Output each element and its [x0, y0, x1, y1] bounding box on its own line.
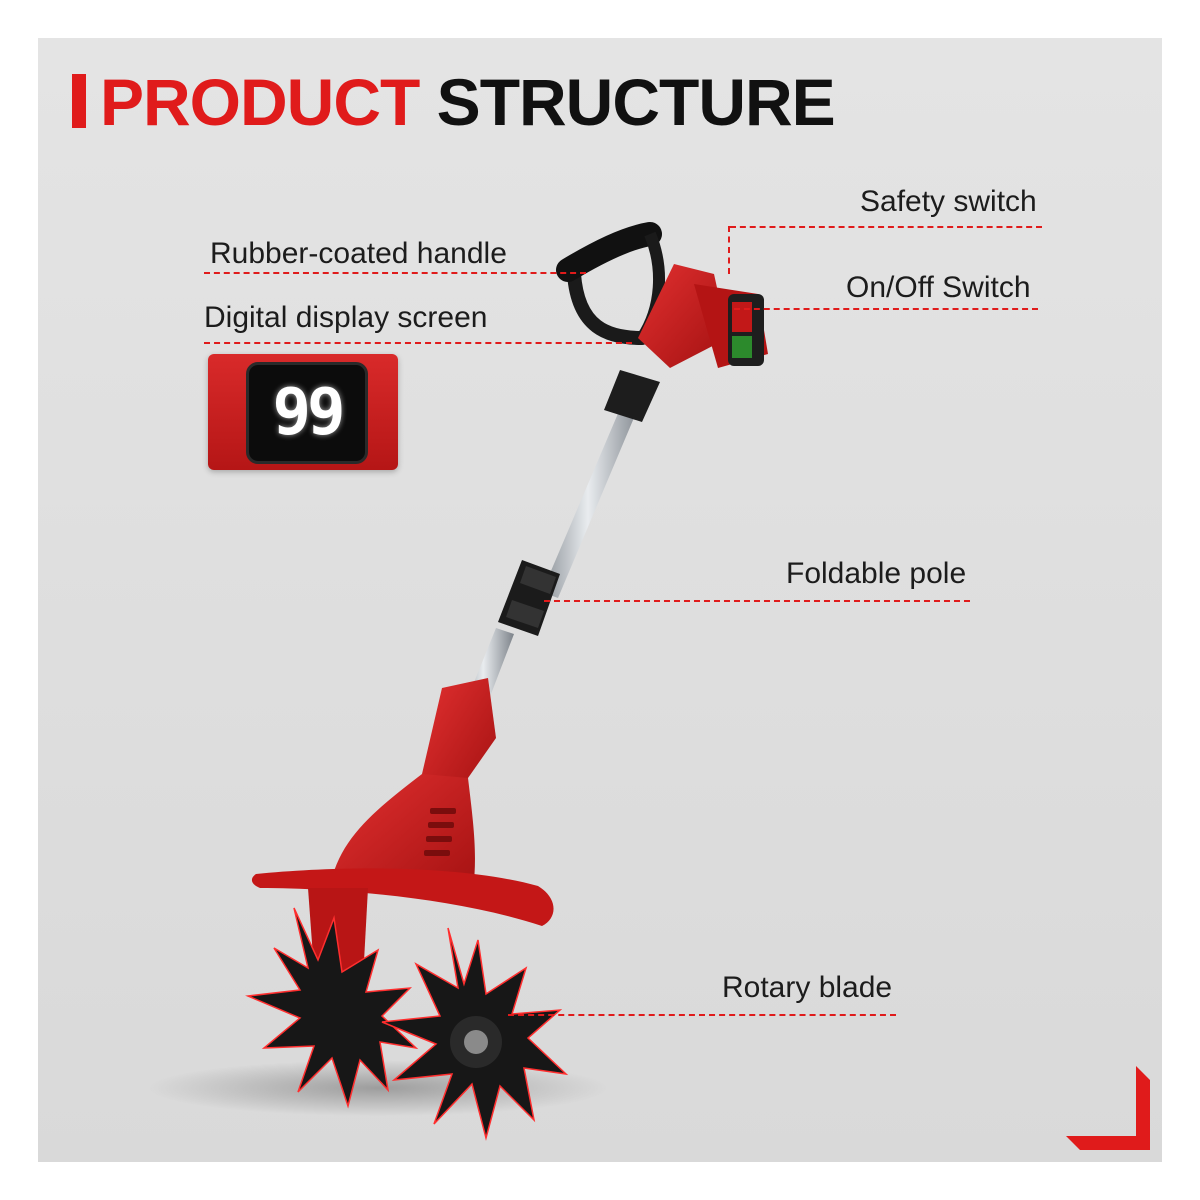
label-digital-display: Digital display screen	[204, 301, 488, 334]
motor-head	[638, 264, 768, 368]
display-screen: 99	[246, 362, 368, 464]
product-panel: PRODUCT STRUCTURE Safety switch Rubber-c…	[38, 38, 1162, 1162]
leader-safety-switch	[730, 226, 1042, 228]
leader-digital-display	[204, 342, 632, 344]
title-accent-bar	[72, 74, 86, 128]
leader-rubber-handle	[204, 272, 586, 274]
leader-on-off-switch	[734, 308, 1038, 310]
page-title: PRODUCT STRUCTURE	[100, 64, 836, 140]
title-word-structure: STRUCTURE	[436, 65, 836, 139]
label-on-off-switch: On/Off Switch	[846, 271, 1031, 304]
label-rotary-blade: Rotary blade	[722, 971, 893, 1004]
upper-collar	[604, 370, 660, 422]
blade-hub-center	[464, 1030, 488, 1054]
leader-rotary-blade	[508, 1014, 896, 1016]
upper-pole	[542, 390, 644, 598]
rubber-handle	[556, 222, 665, 345]
leader-safety-switch-drop	[728, 226, 730, 274]
label-foldable-pole: Foldable pole	[786, 557, 967, 590]
label-safety-switch: Safety switch	[860, 185, 1037, 218]
label-rubber-handle: Rubber-coated handle	[210, 237, 507, 270]
pole-clamp	[498, 560, 560, 636]
tiller-body	[251, 678, 554, 998]
title-word-product: PRODUCT	[100, 65, 420, 139]
display-readout: 99	[272, 376, 345, 450]
leader-foldable-pole	[544, 600, 970, 602]
corner-arrow-icon	[1066, 1066, 1150, 1150]
tiller-illustration	[148, 222, 768, 1141]
digital-display-closeup: 99	[208, 354, 398, 470]
